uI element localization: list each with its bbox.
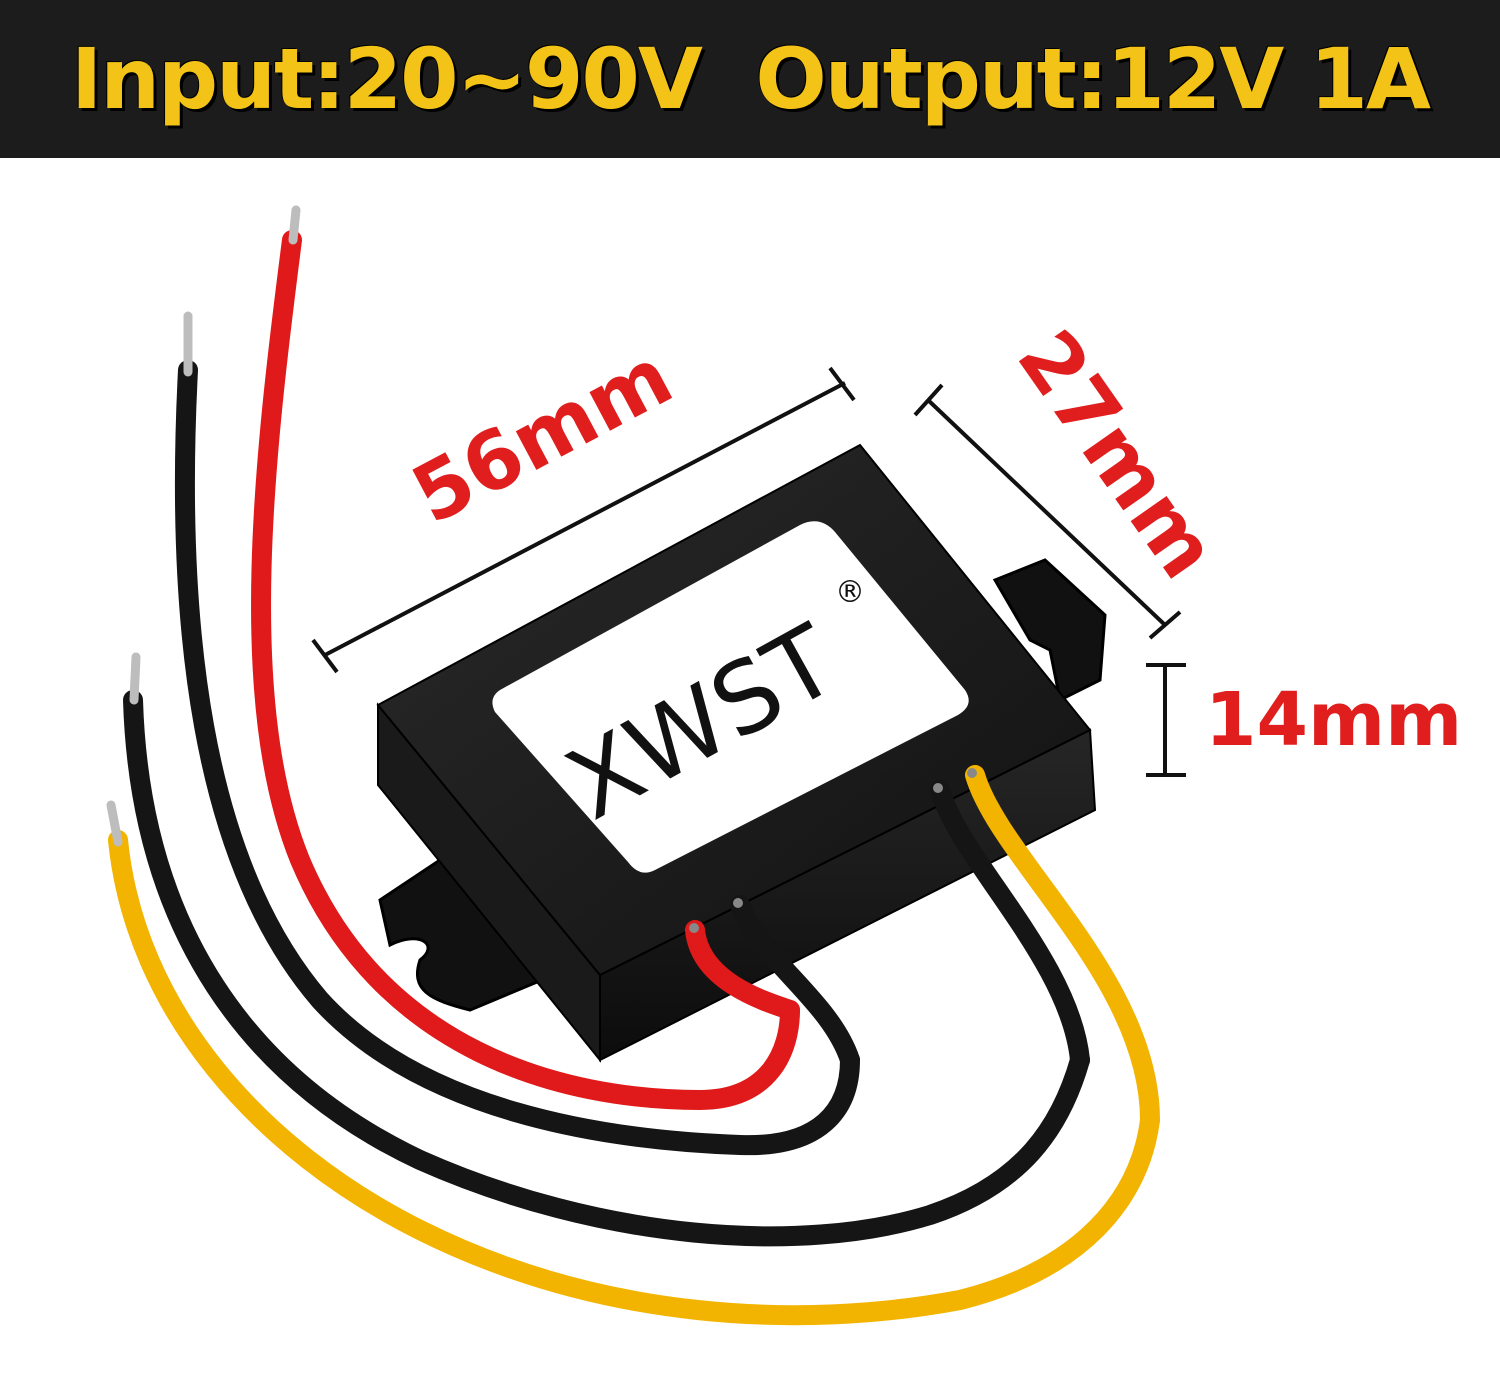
length-label: 56mm <box>398 329 687 542</box>
wire-grommet <box>933 783 943 793</box>
red-wire-top <box>251 230 800 1111</box>
wire-grommet <box>967 768 977 778</box>
width-label: 27mm <box>1000 314 1236 595</box>
wire-grommet <box>733 898 743 908</box>
black-wire-left-tip <box>129 652 141 705</box>
spec-banner: Input:20~90V Output:12V 1A <box>0 0 1500 158</box>
right-mount-tab <box>992 558 1107 703</box>
width-tick-end <box>1148 610 1182 640</box>
yellow-wire-tip <box>106 800 123 847</box>
height-label: 14mm <box>1205 677 1462 763</box>
brand-label-panel <box>492 521 969 873</box>
output-wires <box>685 765 1160 1130</box>
red-wire-tip <box>288 205 301 245</box>
width-dimension-line <box>926 398 1167 627</box>
width-tick-start <box>913 383 944 417</box>
black-wire-exit-right <box>930 780 1090 1070</box>
converter-housing: XWST ® <box>376 443 1107 1063</box>
black-wire-top <box>174 360 860 1156</box>
registered-mark: ® <box>835 575 865 610</box>
yellow-wire-exit <box>965 765 1160 1130</box>
black-wire-left <box>123 690 1090 1247</box>
height-dimension: 14mm <box>1146 663 1462 777</box>
length-tick-end <box>828 366 856 402</box>
black-wire-exit-left <box>730 895 860 1070</box>
wire-grommet <box>689 923 699 933</box>
length-tick-start <box>311 638 339 674</box>
length-dimension-line <box>324 381 846 657</box>
spec-banner-text: Input:20~90V Output:12V 1A <box>70 30 1431 128</box>
red-wire-exit <box>685 920 800 1020</box>
yellow-wire-left <box>108 830 1160 1326</box>
left-wires <box>106 205 1160 1326</box>
